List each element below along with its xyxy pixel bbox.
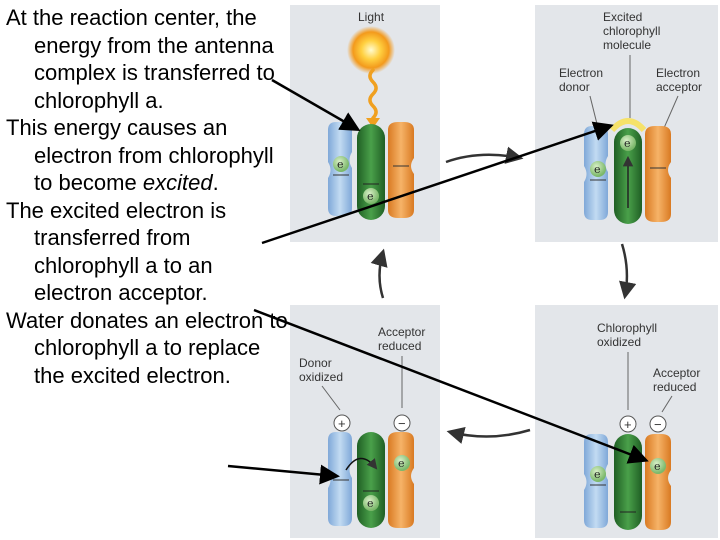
oxidized-charge-badge (619, 415, 637, 433)
donor-oxidized-label-2: oxidized (299, 370, 343, 384)
chlorophyll-protein (357, 432, 385, 528)
light-label: Light (358, 10, 385, 24)
excitation-glow (609, 118, 647, 133)
donor-protein (328, 432, 352, 526)
protein-complex-bottom-left: + − e e (328, 414, 414, 528)
paragraph-excited-electron: This energy causes an electron from chlo… (6, 114, 296, 197)
leader-line (663, 95, 679, 129)
explanation-text: At the reaction center, the energy from … (6, 4, 296, 389)
photon-squiggle-icon (368, 68, 378, 120)
pointer-arrow-3 (253, 308, 649, 464)
plus-symbol: + (338, 416, 346, 431)
electron-donor-label-1: Electron (559, 66, 603, 80)
acceptor-reduced-label-1: Acceptor (378, 325, 425, 339)
protein-complex-top-right: e e (584, 118, 671, 224)
electron-icon (620, 135, 636, 151)
oxidized-charge-badge (333, 414, 351, 432)
electron-symbol: e (594, 163, 601, 176)
paragraph-electron-transfer: The excited electron is transferred from… (6, 197, 227, 306)
electron-acceptor-label-1: Electron (656, 66, 700, 80)
electron-icon (394, 455, 410, 471)
cycle-arrow-left (370, 248, 388, 299)
excited-chlorophyll-label-1: Excited (603, 10, 642, 24)
cycle-arrow-right (619, 243, 637, 300)
electron-icon (590, 161, 606, 177)
acceptor-protein (645, 126, 671, 222)
paragraph-water-donation: Water donates an electron to chlorophyll… (6, 307, 288, 388)
acceptor-reduced-label-1: Acceptor (653, 366, 700, 380)
chlorophyll-oxidized-label-1: Chlorophyll (597, 321, 657, 335)
pointer-arrow-1 (271, 78, 361, 131)
acceptor-protein (388, 432, 414, 528)
paragraph-2-text: This energy causes an electron from chlo… (6, 115, 274, 195)
minus-symbol: − (654, 417, 662, 432)
transfer-arrow (345, 457, 378, 471)
reduced-charge-badge (393, 414, 411, 432)
plus-symbol: + (624, 417, 632, 432)
electron-symbol: e (367, 497, 374, 510)
electron-symbol: e (398, 457, 405, 470)
leader-line (321, 385, 341, 411)
electron-donor-label-2: donor (559, 80, 590, 94)
cycle-arrow-bottom (446, 426, 531, 444)
excited-chlorophyll-label-3: molecule (603, 38, 651, 52)
electron-icon (333, 156, 349, 172)
electron-symbol: e (337, 158, 344, 171)
protein-complex-bottom-right: + − e e (584, 415, 671, 530)
electron-symbol: e (624, 137, 631, 150)
electron-acceptor-label-2: acceptor (656, 80, 702, 94)
electron-symbol: e (654, 460, 661, 473)
pointer-arrow-2 (261, 121, 614, 245)
electron-icon (650, 458, 666, 474)
chlorophyll-oxidized-label-2: oxidized (597, 335, 641, 349)
acceptor-reduced-label-2: reduced (653, 380, 696, 394)
excited-chlorophyll-label-2: chlorophyll (603, 24, 660, 38)
photon-arrowhead-icon (366, 118, 380, 128)
paragraph-2-emphasis: excited (142, 170, 213, 195)
electron-icon (590, 466, 606, 482)
cycle-arrow-top (445, 146, 524, 164)
paragraph-2-end: . (212, 170, 219, 195)
electron-icon (363, 495, 379, 511)
acceptor-protein (388, 122, 414, 218)
acceptor-protein (645, 434, 671, 530)
electron-icon (363, 188, 379, 204)
electron-symbol: e (594, 468, 601, 481)
donor-oxidized-label-1: Donor (299, 356, 332, 370)
leader-line (661, 395, 673, 413)
paragraph-reaction-center: At the reaction center, the energy from … (6, 5, 275, 113)
pointer-arrow-4 (227, 464, 340, 485)
electron-symbol: e (367, 190, 374, 203)
minus-symbol: − (398, 416, 406, 431)
sun-icon (347, 26, 395, 74)
reduced-charge-badge (649, 415, 667, 433)
acceptor-reduced-label-2: reduced (378, 339, 421, 353)
